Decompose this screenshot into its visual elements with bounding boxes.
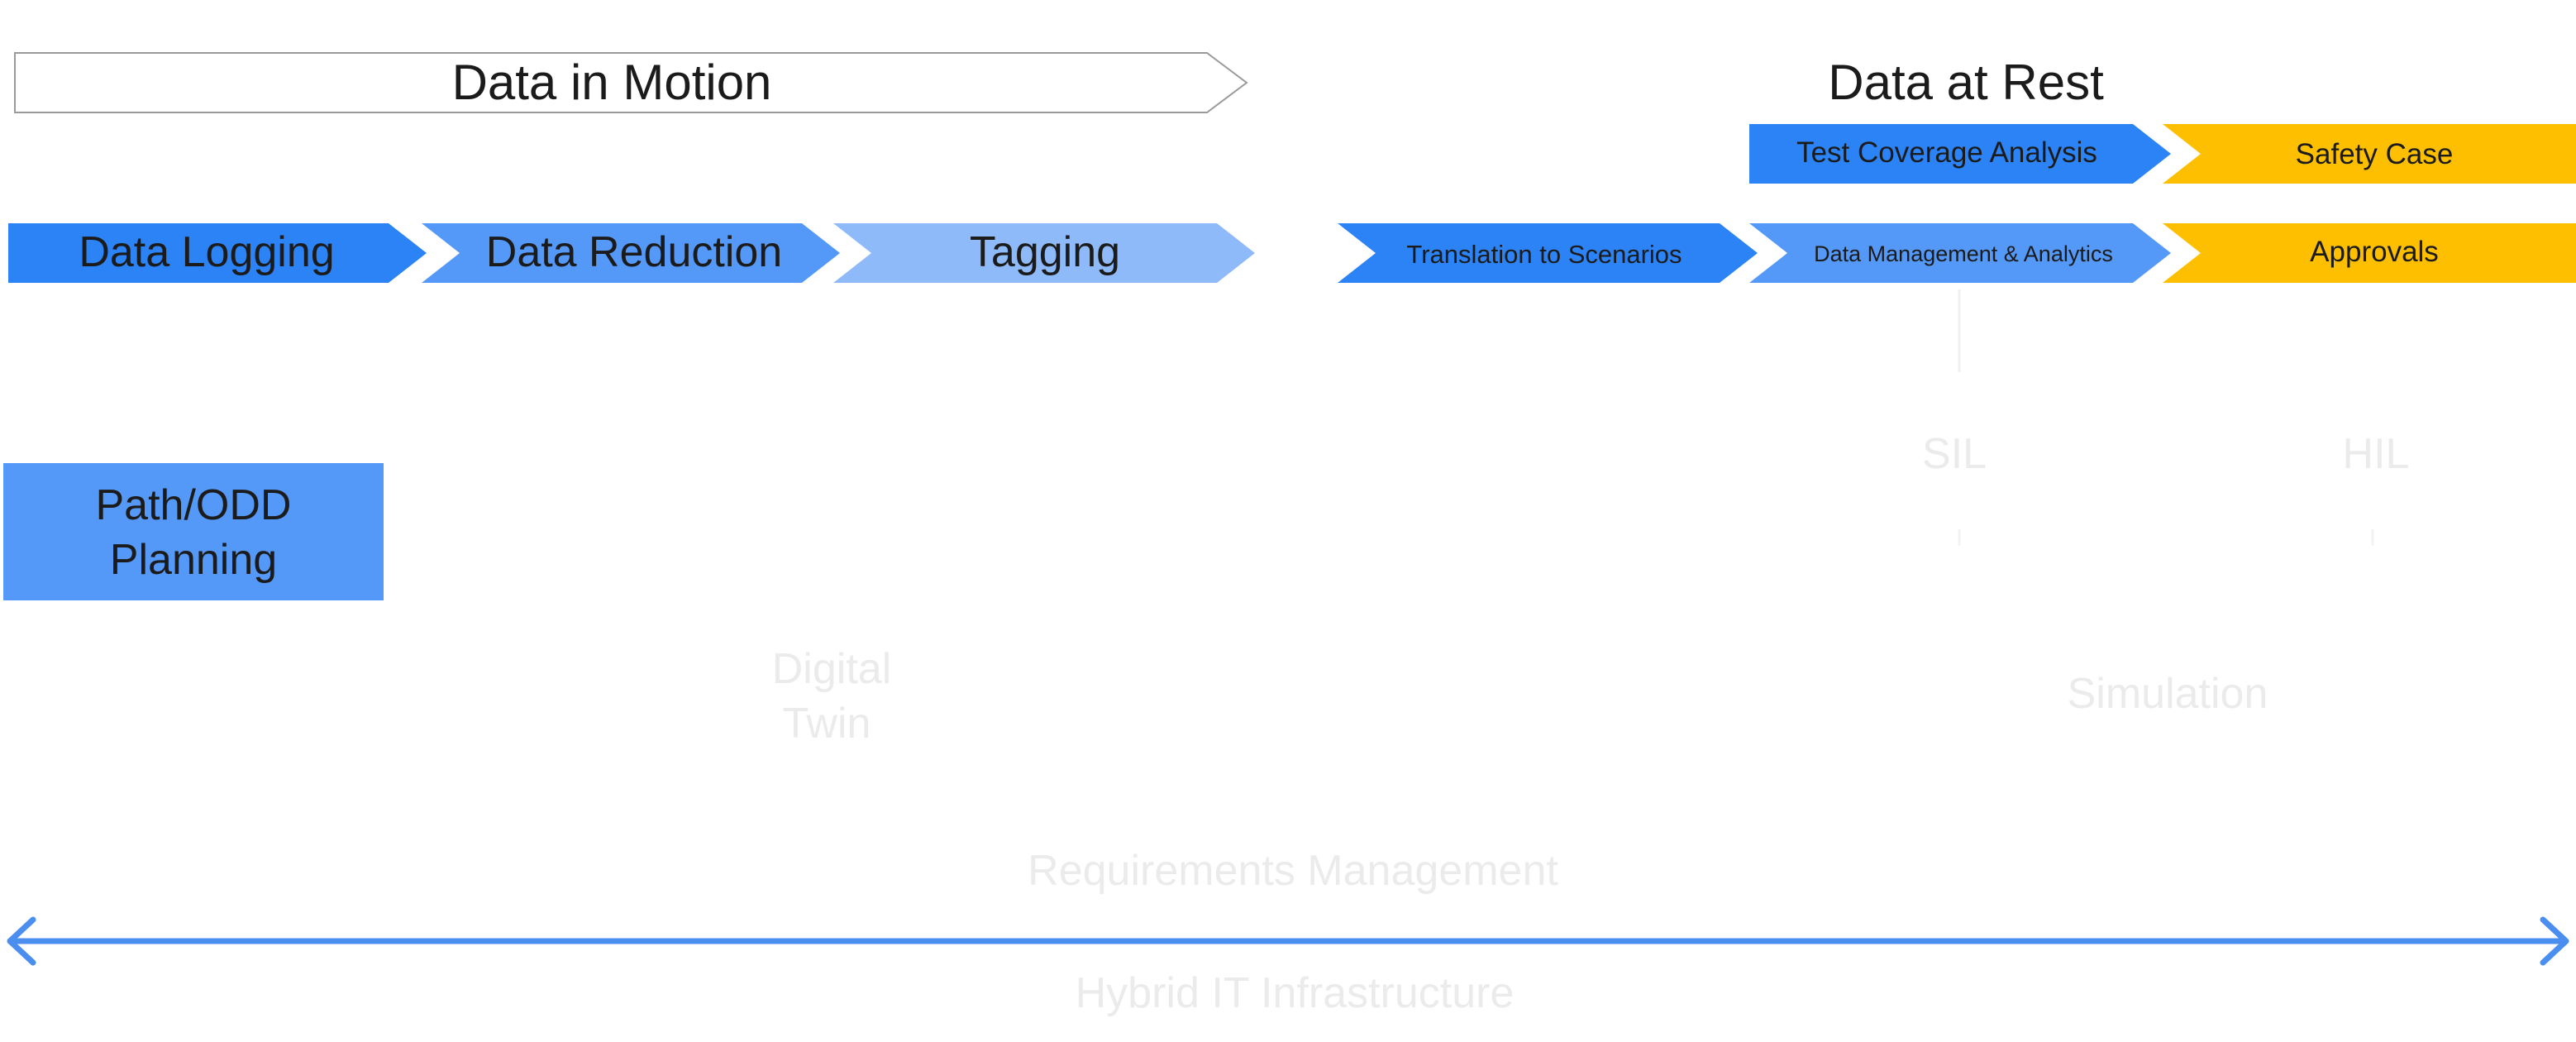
safety-case-label: Safety Case [2296,138,2454,170]
test-coverage-label: Test Coverage Analysis [1796,136,2097,169]
simulation-label: Simulation [2068,670,2268,718]
data-reduction-label: Data Reduction [486,228,782,276]
test-coverage-chevron [1749,124,2171,184]
hil-label: HIL [2343,430,2410,478]
infrastructure-label: Hybrid IT Infrastructure [1076,969,1515,1017]
tagging-chevron [833,223,1255,283]
data-management-chevron [1749,223,2171,283]
digital-twin-line1: Digital [772,645,892,693]
translation-label: Translation to Scenarios [1406,240,1682,269]
path-planning-line2: Planning [110,536,277,584]
data-management-label: Data Management & Analytics [1814,241,2113,266]
arrowhead-left-icon [7,916,36,966]
sil-label: SIL [1922,430,1987,478]
data-in-motion-label: Data in Motion [452,55,772,110]
translation-chevron [1338,223,1758,283]
digital-twin-line2: Twin [783,700,871,748]
safety-case-chevron [2163,124,2576,184]
arrowhead-right-icon [2540,916,2569,966]
data-reduction-chevron [422,223,840,283]
path-planning-line1: Path/ODD [96,481,292,529]
requirements-label: Requirements Management [1028,847,1558,895]
path-planning-box [3,463,384,600]
approvals-chevron [2163,223,2576,283]
data-at-rest-label: Data at Rest [1828,55,2104,110]
data-logging-label: Data Logging [79,228,334,276]
data-in-motion-arrow [14,52,1248,113]
tagging-label: Tagging [970,228,1120,276]
approvals-label: Approvals [2310,236,2439,268]
data-logging-chevron [8,223,427,283]
